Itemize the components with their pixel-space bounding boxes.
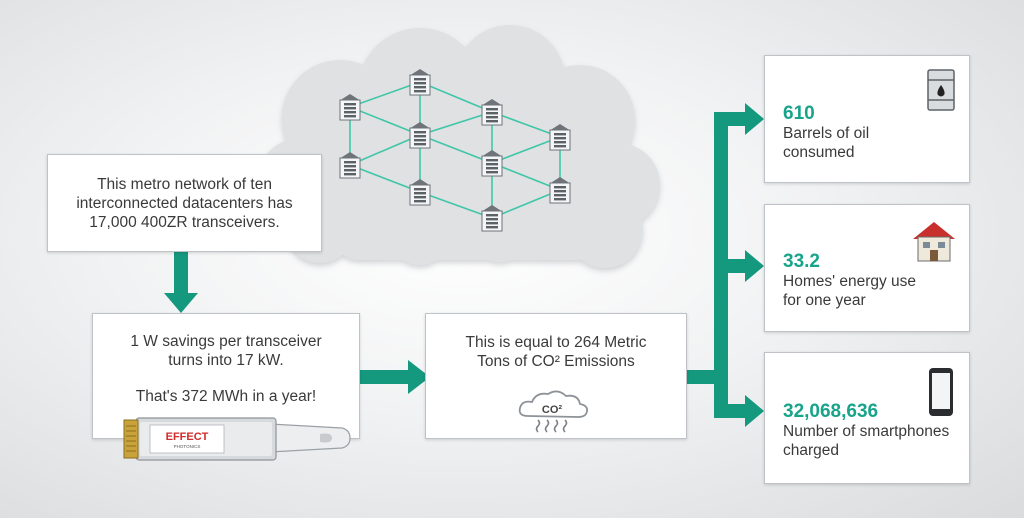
- network-link: [419, 191, 493, 219]
- datacenter-building-icon: [409, 122, 431, 149]
- network-link: [349, 81, 421, 108]
- emission-waves: [535, 419, 568, 433]
- stat-box-smartphones: 32,068,636 Number of smartphones charged: [764, 352, 970, 484]
- connector-pins: [126, 425, 136, 452]
- branch-arrow-bottom-head: [745, 395, 764, 427]
- brand-logo-subtext: PHOTONICS: [174, 444, 201, 449]
- down-arrow-head: [164, 293, 198, 313]
- stat-label-homes: Homes' energy use for one year: [783, 273, 917, 309]
- branch-arrow-top: [714, 112, 748, 126]
- phone-screen: [932, 373, 950, 409]
- down-arrow-shaft: [174, 250, 188, 295]
- network-link: [491, 189, 561, 219]
- stat-value-homes: 33.2: [783, 251, 820, 272]
- emissions-box: This is equal to 264 Metric Tons of CO² …: [425, 313, 687, 439]
- network-link: [349, 134, 421, 166]
- co2-label: CO²: [542, 404, 563, 416]
- network-description-box: This metro network of ten interconnected…: [47, 154, 322, 252]
- datacenter-building-icon: [549, 177, 571, 204]
- brand-label-plate: [149, 424, 225, 454]
- branch-arrow-mid: [714, 259, 748, 273]
- datacenter-building-icon: [409, 69, 431, 96]
- smartphone-icon: [929, 368, 953, 416]
- stat-value-smartphones: 32,068,636: [783, 401, 879, 422]
- emissions-text: This is equal to 264 Metric Tons of CO² …: [465, 334, 647, 370]
- savings-annual-text: That's 372 MWh in a year!: [135, 388, 317, 405]
- oil-barrel-icon: [927, 69, 955, 111]
- network-link: [349, 106, 421, 136]
- datacenter-building-icon: [409, 179, 431, 206]
- house-roof: [913, 222, 955, 239]
- datacenter-building-icon: [481, 150, 503, 177]
- co2-cloud-outline: [518, 390, 589, 418]
- stat-label-oil: Barrels of oil consumed: [783, 125, 870, 161]
- savings-text: 1 W savings per transceiver turns into 1…: [130, 333, 322, 369]
- gold-edge-connector: [123, 419, 139, 459]
- datacenter-building-icon: [339, 152, 361, 179]
- network-description-text: This metro network of ten interconnected…: [76, 176, 293, 231]
- stat-value-oil: 610: [783, 103, 815, 124]
- network-link: [491, 136, 561, 164]
- brand-logo-text: EFFECT: [166, 431, 209, 443]
- house-icon: [913, 222, 955, 262]
- oil-drop: [937, 85, 945, 97]
- network-link: [419, 81, 493, 113]
- datacenter-nodes: [339, 69, 571, 232]
- right-arrow-head: [408, 360, 430, 394]
- pull-tab-slot: [320, 433, 332, 443]
- network-link: [419, 134, 493, 164]
- datacenter-building-icon: [549, 124, 571, 151]
- branch-arrow-top-head: [745, 103, 764, 135]
- network-link: [491, 162, 561, 191]
- stat-label-smartphones: Number of smartphones charged: [783, 423, 950, 459]
- network-link: [419, 111, 493, 136]
- datacenter-building-icon: [481, 205, 503, 232]
- transceiver-module-image: EFFECT PHOTONICS: [123, 417, 351, 461]
- transceiver-pull-tab: [269, 423, 351, 453]
- stat-box-homes: 33.2 Homes' energy use for one year: [764, 204, 970, 332]
- co2-cloud-icon: CO²: [518, 390, 589, 433]
- branch-arrow-stem: [682, 370, 722, 384]
- stat-box-oil: 610 Barrels of oil consumed: [764, 55, 970, 183]
- right-arrow-shaft: [360, 370, 410, 384]
- branch-arrow-mid-head: [745, 250, 764, 282]
- network-link: [491, 111, 561, 138]
- datacenter-building-icon: [339, 94, 361, 121]
- datacenter-building-icon: [481, 99, 503, 126]
- network-link: [349, 164, 421, 193]
- branch-arrow-bottom: [714, 404, 748, 418]
